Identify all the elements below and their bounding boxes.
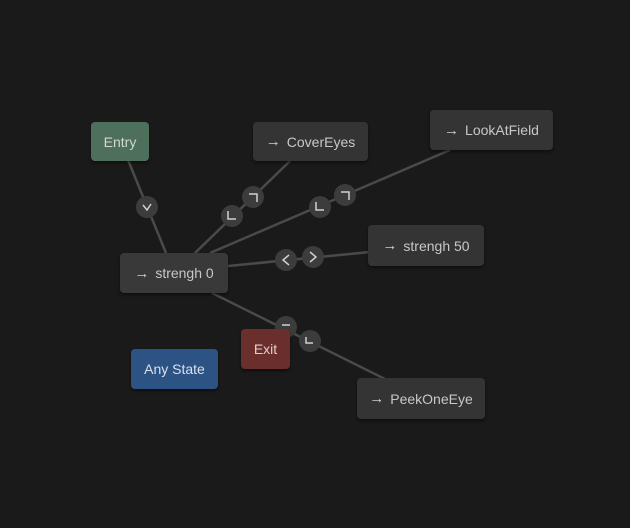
- state-node-label: PeekOneEye: [390, 390, 473, 407]
- exit-node[interactable]: Exit: [241, 329, 290, 369]
- transition-badge-strength50-in[interactable]: [275, 249, 297, 271]
- state-arrow-icon: →: [444, 121, 460, 139]
- corner-up-right-icon: [249, 193, 258, 202]
- transition-badge-lookatfield-out[interactable]: [334, 184, 356, 206]
- any-state-node-label: Any State: [144, 361, 205, 377]
- state-node-strength-50[interactable]: → strengh 50: [368, 225, 484, 266]
- chevron-left-icon: [281, 254, 290, 266]
- state-node-label: CoverEyes: [286, 133, 356, 150]
- any-state-node[interactable]: Any State: [131, 349, 218, 389]
- corner-down-left-icon: [315, 202, 324, 211]
- transition-badge-strength50-out[interactable]: [302, 246, 324, 268]
- transition-badge-peekoneeye-out[interactable]: [299, 330, 321, 352]
- state-node-strength-0[interactable]: → strengh 0: [120, 253, 228, 293]
- state-node-label: strengh 0: [155, 265, 214, 281]
- chevron-down-icon: [142, 203, 152, 212]
- state-arrow-icon: →: [382, 237, 398, 254]
- entry-node-label: Entry: [103, 133, 137, 150]
- transition-strength0-to-lookatfield[interactable]: [209, 148, 451, 255]
- corner-down-left-icon: [305, 337, 313, 344]
- transition-strength0-to-strength50[interactable]: [227, 250, 371, 268]
- state-node-lookatfield[interactable]: → LookAtField: [430, 110, 553, 150]
- state-arrow-icon: →: [369, 390, 385, 407]
- state-arrow-icon: →: [265, 133, 281, 150]
- state-node-label: LookAtField: [465, 122, 539, 138]
- transition-badge-covereyes-in[interactable]: [221, 205, 243, 227]
- state-node-covereyes[interactable]: → CoverEyes: [253, 122, 368, 161]
- transition-badge-entry[interactable]: [136, 196, 158, 218]
- transition-strength0-to-covereyes[interactable]: [194, 160, 291, 254]
- corner-down-left-icon: [227, 211, 236, 220]
- transition-strength0-to-peekoneeye[interactable]: [211, 291, 386, 381]
- chevron-right-icon: [309, 251, 318, 263]
- state-node-label: strengh 50: [403, 237, 470, 254]
- transition-badge-lookatfield-in[interactable]: [309, 196, 331, 218]
- state-arrow-icon: →: [134, 264, 150, 282]
- state-node-peekoneeye[interactable]: → PeekOneEye: [357, 378, 485, 419]
- corner-up-right-icon: [341, 191, 350, 200]
- transition-badge-covereyes-out[interactable]: [242, 186, 264, 208]
- exit-node-label: Exit: [253, 341, 278, 357]
- entry-node[interactable]: Entry: [91, 122, 149, 161]
